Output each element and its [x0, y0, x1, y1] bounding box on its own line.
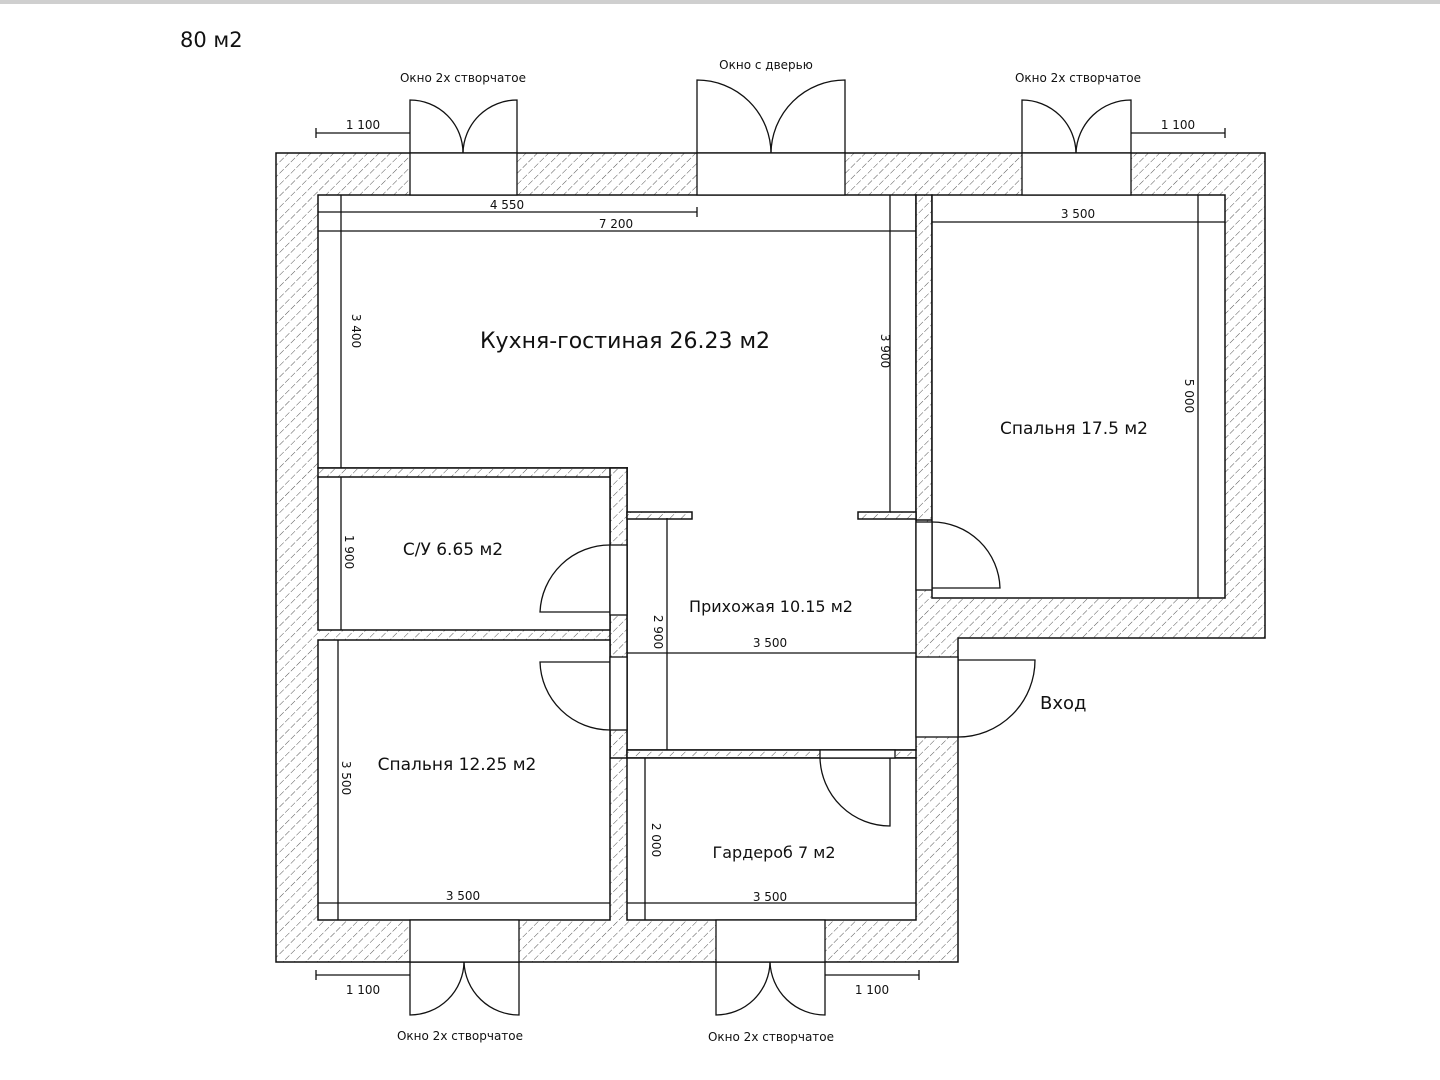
window-top-left	[409, 152, 518, 196]
dim-top-right-offset: 1 100	[1161, 118, 1195, 132]
kitchen-right-wall	[915, 194, 933, 521]
wardrobe-door-opening	[819, 749, 896, 759]
dim-bottom-left-offset: 1 100	[346, 983, 380, 997]
room-label-bedroom-small: Спальня 12.25 м2	[378, 755, 537, 775]
label-window-top-left: Окно 2х створчатое	[400, 71, 526, 85]
label-entrance: Вход	[1040, 693, 1086, 714]
window-bottom-left	[409, 919, 520, 963]
room-label-bedroom-large: Спальня 17.5 м2	[1000, 419, 1148, 439]
window-bottom-right	[715, 919, 826, 963]
bedroom-small-door-opening	[609, 656, 628, 731]
label-window-bottom-left: Окно 2х створчатое	[397, 1029, 523, 1043]
dim-wardrobe-width: 3 500	[753, 890, 787, 904]
dim-hallway-height: 2 900	[651, 615, 665, 649]
room-label-bathroom: С/У 6.65 м2	[403, 540, 503, 560]
dim-bedroom-large-height: 5 000	[1182, 379, 1196, 413]
dim-bedroom-small-width: 3 500	[446, 889, 480, 903]
window-top-center	[696, 152, 846, 196]
kitchen-area	[317, 194, 917, 469]
bedroom-small-area	[317, 639, 611, 921]
wardrobe-area	[626, 757, 917, 921]
bedroom-large-door-opening	[915, 521, 933, 591]
bathroom-door-opening	[609, 544, 628, 616]
dim-kitchen-right-height: 3 900	[878, 334, 892, 368]
label-window-top-center: Окно с дверью	[719, 58, 813, 72]
label-window-bottom-right: Окно 2х створчатое	[708, 1030, 834, 1044]
dim-hallway-width: 3 500	[753, 636, 787, 650]
room-label-hallway: Прихожая 10.15 м2	[689, 597, 853, 616]
window-top-right	[1021, 152, 1132, 196]
door-swing-icons	[539, 521, 1036, 827]
dim-bedroom-small-height: 3 500	[339, 761, 353, 795]
window-sash-icons	[409, 79, 1132, 1016]
bathroom-area	[317, 476, 611, 631]
bedroom-large-area	[931, 194, 1226, 599]
dim-kitchen-width: 7 200	[599, 217, 633, 231]
total-area-title: 80 м2	[180, 28, 243, 52]
window-top-bar	[0, 0, 1440, 4]
dim-kitchen-left-height: 3 400	[349, 314, 363, 348]
dimension-lines	[315, 128, 1226, 980]
room-label-kitchen: Кухня-гостиная 26.23 м2	[480, 329, 770, 354]
room-label-wardrobe: Гардероб 7 м2	[712, 843, 835, 862]
dim-top-left-offset: 1 100	[346, 118, 380, 132]
dim-wardrobe-height: 2 000	[649, 823, 663, 857]
label-window-top-right: Окно 2х створчатое	[1015, 71, 1141, 85]
dim-bathroom-height: 1 900	[342, 535, 356, 569]
dim-bottom-right-offset: 1 100	[855, 983, 889, 997]
hall-stub-left	[626, 511, 693, 520]
dim-bedroom-large-width: 3 500	[1061, 207, 1095, 221]
hall-stub-right	[857, 511, 917, 520]
entrance-door-opening	[915, 656, 959, 738]
dim-kitchen-partial-width: 4 550	[490, 198, 524, 212]
